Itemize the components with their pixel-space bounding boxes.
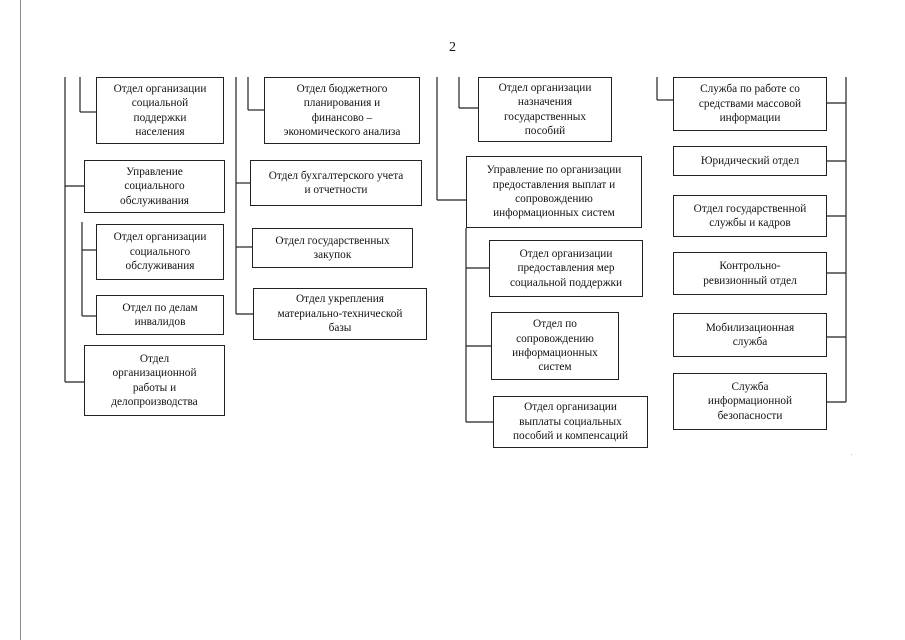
org-box-info-systems-support: Отдел по сопровождению информационных си… <box>491 312 619 380</box>
org-box-legal: Юридический отдел <box>673 146 827 176</box>
org-box-label: Управление по организации предоставления… <box>486 164 622 220</box>
org-box-social-services-dept: Отдел организации социального обслуживан… <box>96 224 224 280</box>
org-box-material-base: Отдел укрепления материально-технической… <box>253 288 427 340</box>
org-box-label: Отдел по делам инвалидов <box>122 301 198 328</box>
org-box-social-support-measures: Отдел организации предоставления мер соц… <box>489 240 643 297</box>
org-box-procurement: Отдел государственных закупок <box>252 228 413 268</box>
org-box-payments-directorate: Управление по организации предоставления… <box>466 156 642 228</box>
org-box-benefits-assignment: Отдел организации назначения государстве… <box>478 77 612 142</box>
org-box-benefits-payments: Отдел организации выплаты социальных пос… <box>493 396 648 448</box>
scan-speck <box>851 454 852 455</box>
org-box-label: Отдел государственной службы и кадров <box>693 202 807 229</box>
org-box-label: Служба информационной безопасности <box>707 380 793 422</box>
page-margin-line <box>20 0 21 640</box>
org-box-disability-affairs: Отдел по делам инвалидов <box>96 295 224 335</box>
org-box-label: Юридический отдел <box>700 154 800 167</box>
org-box-label: Отдел организационной работы и делопроиз… <box>111 352 198 408</box>
org-box-label: Контрольно- ревизионный отдел <box>703 260 797 287</box>
org-box-records-management: Отдел организационной работы и делопроиз… <box>84 345 225 416</box>
org-box-label: Отдел организации предоставления мер соц… <box>509 247 623 289</box>
org-box-media-relations: Служба по работе со средствами массовой … <box>673 77 827 131</box>
org-box-label: Мобилизационная служба <box>705 321 795 348</box>
org-box-accounting: Отдел бухгалтерского учета и отчетности <box>250 160 422 206</box>
org-box-civil-service-hr: Отдел государственной службы и кадров <box>673 195 827 237</box>
org-box-label: Отдел бюджетного планирования и финансов… <box>283 82 401 138</box>
org-box-audit: Контрольно- ревизионный отдел <box>673 252 827 295</box>
org-box-label: Отдел укрепления материально-технической… <box>277 293 403 335</box>
org-box-budget-planning: Отдел бюджетного планирования и финансов… <box>264 77 420 144</box>
org-box-label: Отдел организации выплаты социальных пос… <box>512 401 629 443</box>
org-box-social-support: Отдел организации социальной поддержки н… <box>96 77 224 144</box>
page-number: 2 <box>449 40 456 55</box>
org-box-label: Служба по работе со средствами массовой … <box>698 83 802 125</box>
org-box-label: Отдел организации назначения государстве… <box>498 81 592 137</box>
org-box-label: Управление социального обслуживания <box>120 165 189 207</box>
org-box-info-security: Служба информационной безопасности <box>673 373 827 430</box>
org-box-label: Отдел по сопровождению информационных си… <box>512 318 598 374</box>
org-box-label: Отдел организации социального обслуживан… <box>113 231 207 273</box>
org-box-label: Отдел государственных закупок <box>275 234 390 261</box>
org-box-label: Отдел организации социальной поддержки н… <box>113 82 207 138</box>
org-box-mobilization: Мобилизационная служба <box>673 313 827 357</box>
org-box-label: Отдел бухгалтерского учета и отчетности <box>268 169 404 196</box>
org-box-social-services-directorate: Управление социального обслуживания <box>84 160 225 213</box>
